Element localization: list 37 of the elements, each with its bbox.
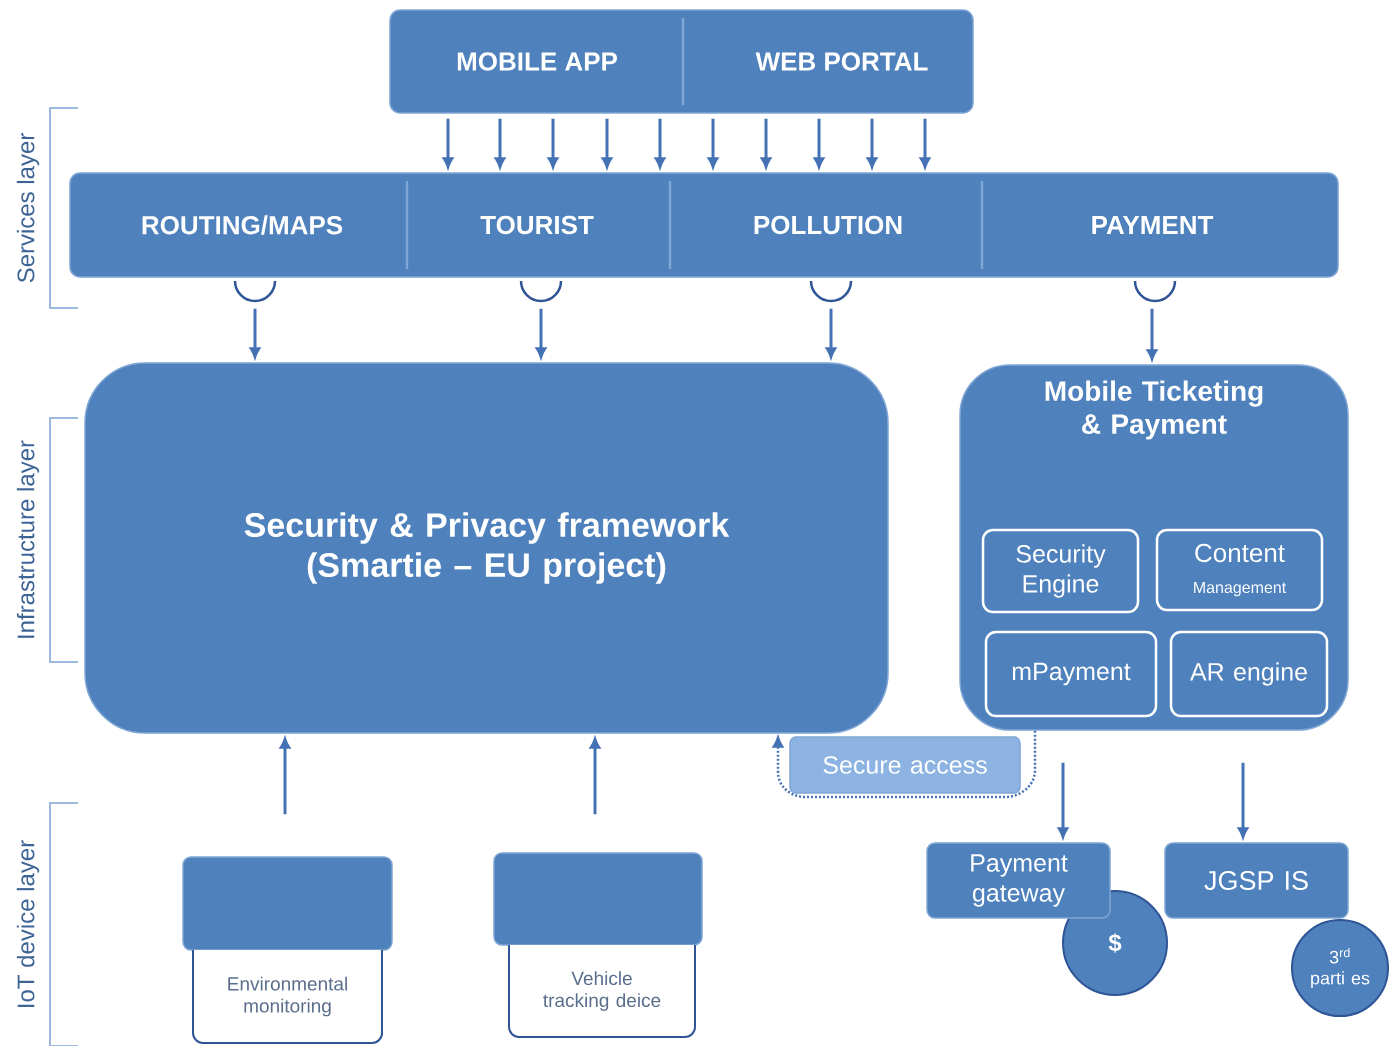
- arrow: [1057, 762, 1069, 838]
- arrow: [494, 118, 506, 168]
- arrow: [813, 118, 825, 168]
- system-box: JGSP IS: [1164, 842, 1349, 919]
- dotted-arrow: [772, 730, 1037, 799]
- arrow: [1237, 762, 1249, 838]
- menu-bar: MOBILE APP WEB PORTAL: [389, 9, 974, 114]
- arrow: [601, 118, 613, 168]
- arrow: [707, 118, 719, 168]
- arrow: [825, 308, 837, 358]
- device-box: [493, 852, 703, 946]
- arrow: [547, 118, 559, 168]
- component-box: Security Engine: [981, 528, 1140, 614]
- arrow: [279, 738, 291, 815]
- layer-label: Services layer: [16, 133, 40, 283]
- framework-box: Security & Privacy framework (Smartie – EU project): [84, 362, 889, 734]
- circle-badge: 3$^{rd}$ parti es: [1291, 919, 1389, 1017]
- arrow: [866, 118, 878, 168]
- layer-label: Infrastructure layer: [16, 440, 40, 638]
- access-tag: Secure access: [789, 736, 1021, 794]
- arrow: [442, 118, 454, 168]
- component-box: mPayment: [984, 630, 1158, 718]
- arrow: [249, 308, 261, 358]
- description-box: Environmental monitoring: [192, 949, 383, 1044]
- arrow: [760, 118, 772, 168]
- arrow: [919, 118, 931, 168]
- menu-bar: ROUTING/MAPS TOURIST POLLUTION PAYMENT: [69, 172, 1339, 278]
- layer-label: IoT device layer: [16, 840, 40, 1007]
- arrow: [589, 738, 601, 815]
- description-box: Vehicle tracking deice: [508, 944, 696, 1038]
- arrow: [535, 308, 547, 358]
- system-box: Payment gateway: [926, 842, 1111, 919]
- component-box: AR engine: [1169, 630, 1329, 718]
- component-box: Content Management: [1155, 528, 1324, 612]
- arrow: [1146, 308, 1158, 360]
- device-box: [182, 856, 393, 951]
- arrow: [654, 118, 666, 168]
